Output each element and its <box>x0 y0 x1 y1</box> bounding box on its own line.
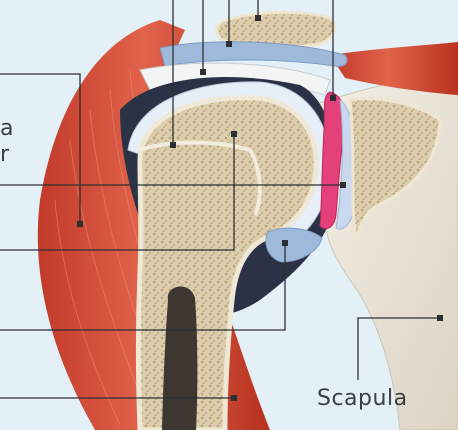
marker-tendon <box>200 69 206 75</box>
label-partial-a: a <box>0 116 14 142</box>
marker-acromion <box>255 15 261 21</box>
label-scapula: Scapula <box>317 386 408 412</box>
marker-deltoid <box>77 221 83 227</box>
marker-bursa <box>226 41 232 47</box>
marker-glenoid-cartilage <box>340 182 346 188</box>
marker-cartilage <box>170 142 176 148</box>
label-partial-r: r <box>0 142 10 168</box>
marker-scapula <box>437 315 443 321</box>
marker-recess <box>282 240 288 246</box>
marker-labrum <box>330 95 336 101</box>
marker-shaft <box>231 395 237 401</box>
marker-humerus-head <box>231 131 237 137</box>
